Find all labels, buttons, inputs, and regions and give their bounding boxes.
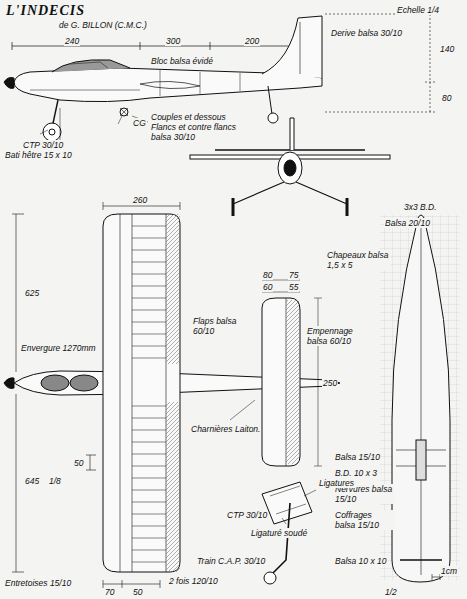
- part-note: B.D. 10 x 3: [334, 468, 378, 478]
- dimension-label: 60: [262, 282, 273, 292]
- dimension-label: 240: [64, 36, 80, 46]
- part-note: Flancs et contre flancs: [150, 122, 237, 132]
- part-note: Echelle 1/4: [396, 5, 440, 15]
- plan-title: L'INDECIS: [6, 3, 85, 19]
- wing-rib: [132, 226, 166, 227]
- dimension-label: 200: [244, 36, 260, 46]
- wing-rib: [132, 286, 166, 287]
- wing-rib: [132, 454, 166, 455]
- part-note: Coffrages balsa 15/10: [334, 510, 394, 530]
- part-note: 3x3 B.D.: [403, 202, 438, 212]
- wing-rib: [132, 478, 166, 479]
- wing-rib: [132, 310, 166, 311]
- dimension-label: 140: [439, 44, 455, 54]
- part-note: Flaps balsa 60/10: [192, 316, 252, 336]
- wing-rib: [132, 514, 166, 515]
- dimension-label: 70: [104, 587, 115, 597]
- dimension-label: 80: [441, 93, 452, 103]
- wing-rib: [132, 490, 166, 491]
- part-note: Chapeaux balsa 1,5 x 5: [326, 250, 390, 270]
- wing-rib: [132, 358, 166, 359]
- part-note: balsa 30/10: [150, 132, 196, 142]
- part-note: Charnières Laiton.: [190, 424, 261, 434]
- wing-rib: [132, 562, 166, 563]
- wing-rib: [132, 274, 166, 275]
- wing-rib: [132, 298, 166, 299]
- wing-rib: [132, 430, 166, 431]
- wing-rib: [132, 526, 166, 527]
- dimension-label: 260: [132, 195, 148, 205]
- dimension-label: 55: [288, 282, 299, 292]
- part-note: CG: [132, 118, 147, 128]
- wing-rib: [132, 418, 166, 419]
- wing-rib: [132, 442, 166, 443]
- part-note: Train C.A.P. 30/10: [196, 556, 266, 566]
- dimension-label: 75: [288, 270, 299, 280]
- part-note: Empennage balsa 60/10: [306, 326, 366, 346]
- part-note: Envergure 1270mm: [20, 343, 97, 353]
- dimension-label: 645: [24, 476, 40, 486]
- wing-rib: [132, 334, 166, 335]
- wing-rib: [132, 406, 166, 407]
- dimension-label: 50: [73, 458, 84, 468]
- part-note: 2 fois 120/10: [168, 576, 219, 586]
- dimension-label: 80: [262, 270, 273, 280]
- dimension-label: 250: [322, 378, 338, 388]
- part-note: CTP 30/10: [22, 140, 64, 150]
- wing-rib: [132, 502, 166, 503]
- dimension-label: 1/2: [384, 587, 398, 597]
- dimension-label: 1cm: [440, 566, 458, 576]
- wing-rib: [132, 250, 166, 251]
- wing-rib: [132, 538, 166, 539]
- wing-rib: [132, 466, 166, 467]
- part-note: Balsa 20/10: [384, 218, 431, 228]
- part-note: Entretoises 15/10: [4, 578, 72, 588]
- dimension-label: 625: [24, 288, 40, 298]
- dimension-label: 1/8: [48, 476, 62, 486]
- part-note: Bloc balsa évidé: [150, 56, 214, 66]
- part-note: de G. BILLON (C.M.C.): [58, 20, 148, 30]
- wing-rib: [132, 550, 166, 551]
- dimension-label: 50: [132, 587, 143, 597]
- wing-rib: [132, 322, 166, 323]
- dimension-label: 300: [165, 36, 181, 46]
- part-note: Balsa 10 x 10: [334, 556, 388, 566]
- part-note: Ligatures: [318, 478, 355, 488]
- part-note: Derive balsa 30/10: [330, 28, 403, 38]
- part-note: Bati hêtre 15 x 10: [4, 150, 73, 160]
- part-note: CTP 30/10: [226, 510, 268, 520]
- part-note: Couples et dessous: [150, 112, 227, 122]
- wing-rib: [132, 346, 166, 347]
- part-note: Ligaturé soudé: [250, 528, 308, 538]
- part-note: Balsa 15/10: [334, 452, 381, 462]
- wing-rib: [132, 238, 166, 239]
- wing-rib: [132, 262, 166, 263]
